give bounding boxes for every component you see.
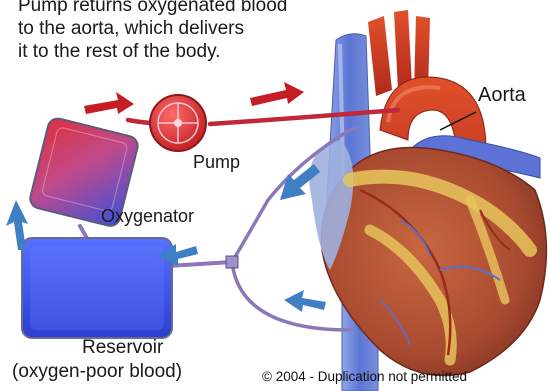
flow-arrow-icon (6, 200, 28, 250)
flow-arrow-icon (84, 92, 134, 114)
flow-arrow-icon (250, 82, 304, 106)
aorta-label: Aorta (478, 84, 526, 107)
arterial-line (210, 110, 398, 124)
caption-line: to the aorta, which delivers (18, 17, 378, 40)
y-connector (226, 256, 238, 268)
caption-line: Pump returns oxygenated blood (18, 0, 378, 17)
caption: Pump returns oxygenated blood to the aor… (18, 0, 378, 63)
oxygenator-label: Oxygenator (101, 206, 194, 227)
pump-label: Pump (193, 152, 240, 173)
flow-arrow-icon (284, 290, 326, 312)
reservoir-note: (oxygen-poor blood) (12, 361, 182, 383)
pump (150, 95, 206, 151)
reservoir (22, 238, 172, 338)
reservoir-label: Reservoir (82, 337, 163, 359)
caption-line: it to the rest of the body. (18, 40, 378, 63)
copyright-notice: © 2004 - Duplication not permitted (262, 369, 467, 384)
